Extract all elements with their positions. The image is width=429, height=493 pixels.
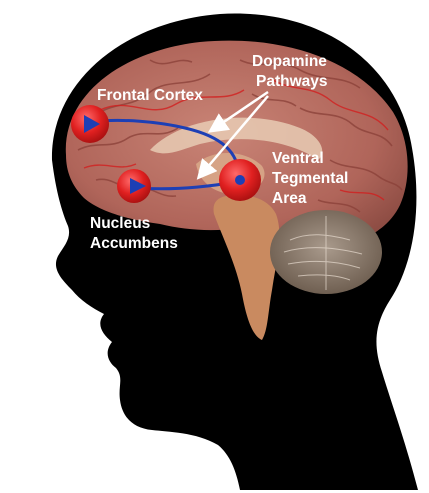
- label-dopamine-line-2: Pathways: [256, 73, 328, 90]
- label-vta-line-3: Area: [272, 190, 307, 207]
- label-nucleus-line-1: Nucleus: [90, 215, 150, 232]
- nucleus-accumbens-node: [117, 169, 151, 203]
- vta-node: [219, 159, 261, 201]
- frontal-cortex-node: [71, 105, 109, 143]
- label-dopamine-line-1: Dopamine: [252, 53, 327, 70]
- label-vta-line-2: Tegmental: [272, 170, 348, 187]
- label-vta-line-1: Ventral: [272, 150, 324, 167]
- label-nucleus-line-2: Accumbens: [90, 235, 178, 252]
- label-frontal-cortex: Frontal Cortex: [97, 87, 203, 104]
